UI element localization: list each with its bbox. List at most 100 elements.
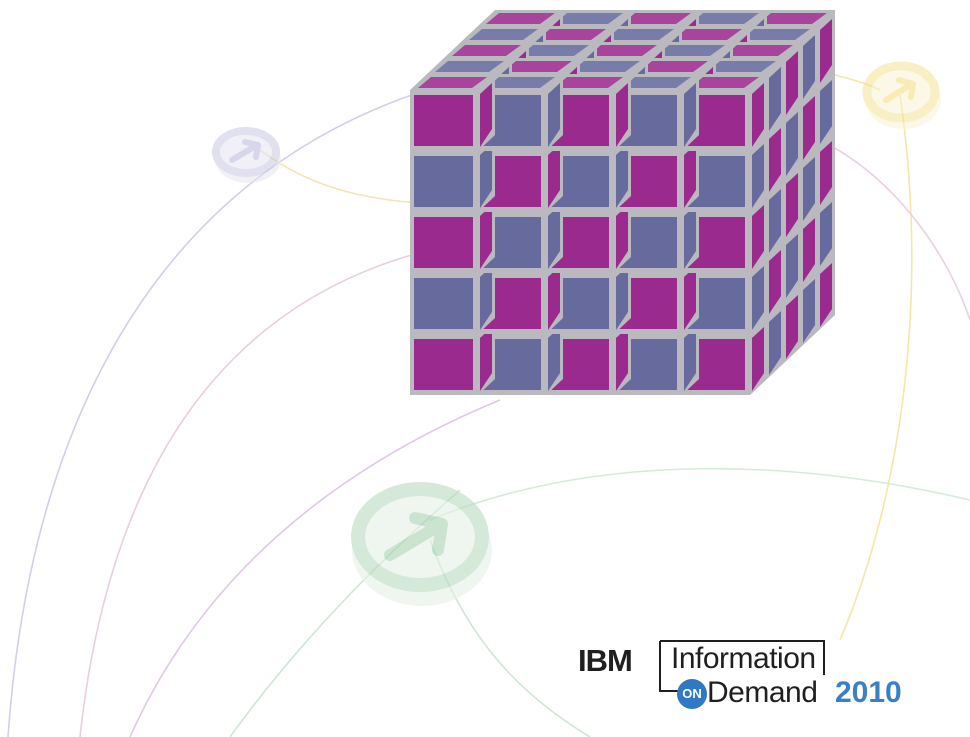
cube-face [588,45,657,56]
cube-face [548,83,560,147]
cube-face [414,278,473,329]
cube-face [820,202,832,266]
cube-face [618,339,677,390]
cube-face [482,156,541,207]
cube-face [684,83,696,147]
cube-face [820,80,832,144]
cube-face [686,95,745,146]
cube-face [480,266,492,330]
cube-face [520,45,589,56]
cube-face [752,327,764,391]
cube-face [656,45,725,56]
cube-face [571,61,640,72]
cube-face [550,95,609,146]
cube-face [618,95,677,146]
cube-face [820,19,832,83]
cube-face [414,339,473,390]
cube-face [452,45,521,56]
cube-face [786,51,798,115]
cube-face [482,278,541,329]
cube-face [820,263,832,327]
cube-face [482,95,541,146]
cube-face [550,278,609,329]
cube-face [786,234,798,298]
cube-face [741,29,810,40]
cube-face [684,144,696,208]
cube-face [482,339,541,390]
cube-face [786,173,798,237]
small-cube [546,135,631,212]
cube-face [469,29,538,40]
cube-face [486,77,555,88]
cube-face [548,266,560,330]
cube-face [550,217,609,268]
cube-face [548,205,560,269]
cube-face [480,205,492,269]
cube-face [616,266,628,330]
cube-face [803,157,815,221]
cube-face [803,96,815,160]
cube-face [618,217,677,268]
cube-face [480,83,492,147]
cube-face [554,13,623,24]
small-cube [478,196,563,273]
logo-year: 2010 [835,676,902,709]
cube-face [503,61,572,72]
cube-face [820,141,832,205]
cube-face [554,77,623,88]
cube-face [550,339,609,390]
cube-face [618,278,677,329]
cube-face [414,217,473,268]
cube-face [686,278,745,329]
cube-face [622,77,691,88]
logo-demand: Demand [707,676,818,709]
cube-face [673,29,742,40]
cube-face [550,156,609,207]
cube-face [435,61,504,72]
cube-face [639,61,708,72]
small-cube [682,257,767,334]
logo-frame-lines [659,640,825,692]
small-cube [478,74,563,151]
cube-face [690,13,759,24]
cube-face [786,295,798,359]
cube-face [414,95,473,146]
small-cube [546,74,631,151]
cube-face [686,217,745,268]
cube-face [548,144,560,208]
cube-face [622,13,691,24]
cube-face [803,279,815,343]
small-cube [478,135,563,212]
cube-face [480,144,492,208]
cube-face [684,266,696,330]
small-cube [682,74,767,151]
small-cube [410,74,495,151]
cube-face [414,156,473,207]
cube-face [803,35,815,99]
cube-face [786,112,798,176]
cube-face [752,266,764,330]
cube-face [616,327,628,391]
cube-face [418,77,487,88]
cube-face [752,83,764,147]
cube-face [482,217,541,268]
cube-face [769,189,781,253]
cube-face [684,327,696,391]
small-cube [682,318,767,395]
cube-face [480,327,492,391]
cube-face [752,144,764,208]
cube-face [548,327,560,391]
cube-face [707,61,776,72]
cube-face [769,67,781,131]
cube-face [616,83,628,147]
small-cube [614,318,699,395]
cube-face [537,29,606,40]
cube-face [724,45,793,56]
cube-face [769,128,781,192]
cube-face [769,311,781,375]
cube-face [803,218,815,282]
cube-face [686,339,745,390]
